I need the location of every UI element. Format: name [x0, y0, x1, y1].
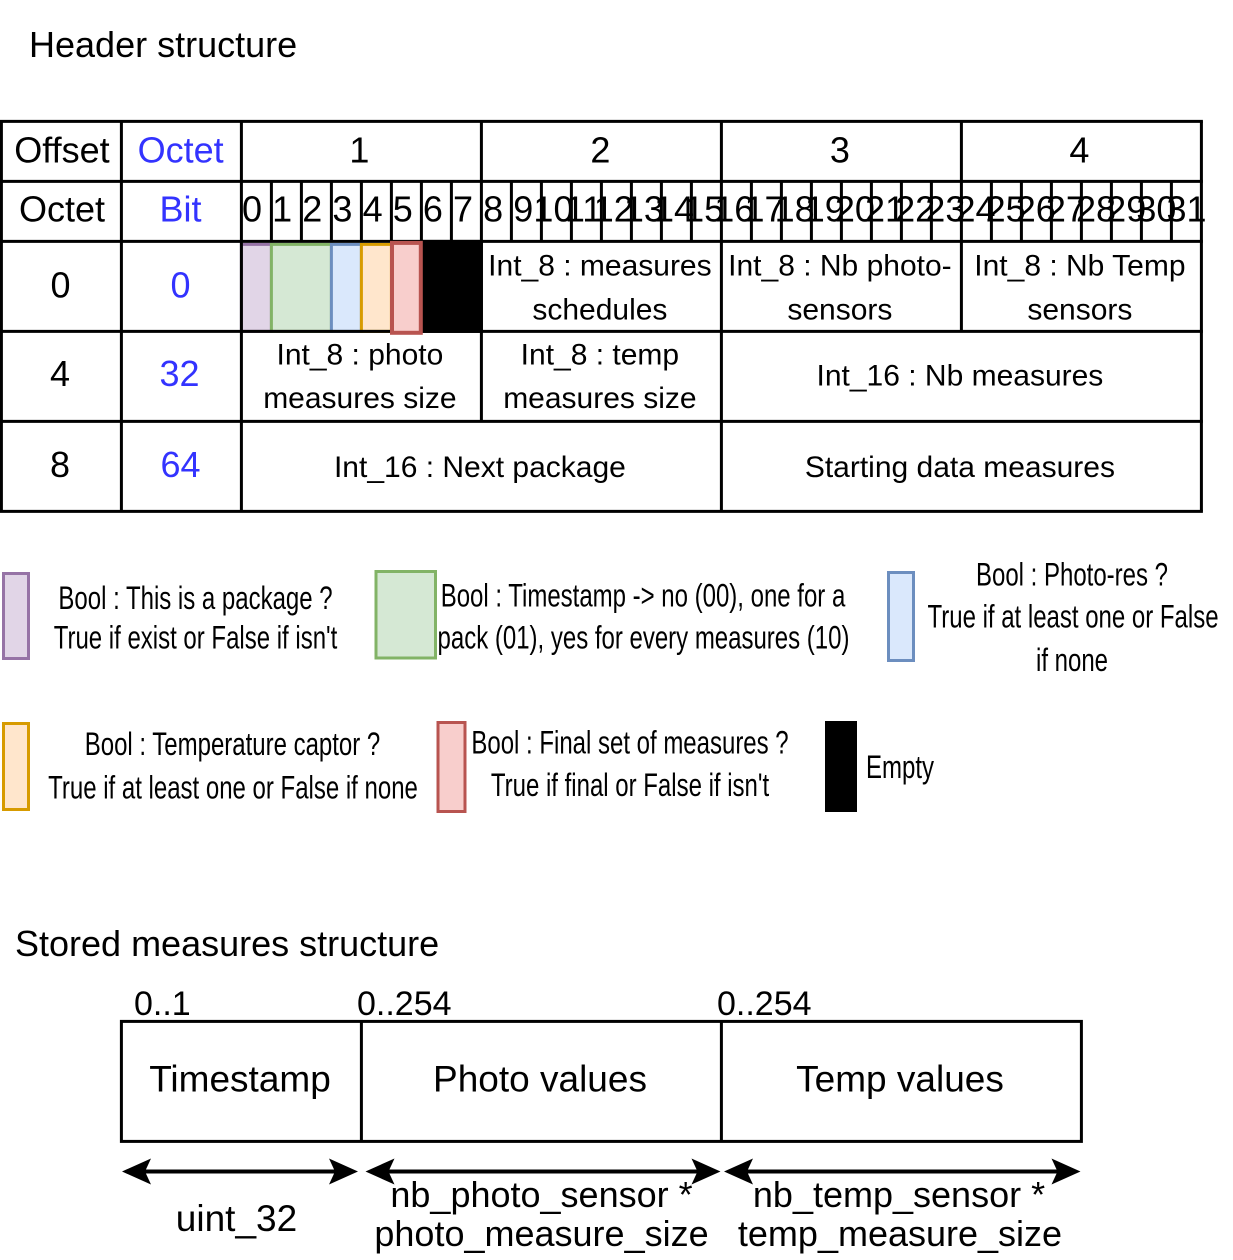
svg-text:21: 21 [865, 189, 905, 230]
svg-text:Timestamp: Timestamp [149, 1059, 331, 1100]
svg-text:10: 10 [533, 189, 573, 230]
svg-text:15: 15 [684, 189, 724, 230]
svg-text:9: 9 [513, 189, 533, 230]
svg-text:0: 0 [50, 265, 70, 306]
svg-text:1: 1 [272, 189, 292, 230]
svg-text:Photo values: Photo values [433, 1059, 647, 1100]
svg-text:24: 24 [955, 189, 995, 230]
svg-text:sensors: sensors [1027, 293, 1132, 326]
svg-text:Bool : Photo-res ?: Bool : Photo-res ? [976, 556, 1168, 592]
svg-text:25: 25 [986, 189, 1026, 230]
svg-text:nb_photo_sensor *: nb_photo_sensor * [390, 1174, 692, 1215]
svg-text:13: 13 [624, 189, 664, 230]
svg-text:32: 32 [159, 353, 199, 394]
svg-text:True if exist or False if isn': True if exist or False if isn't [54, 619, 338, 655]
svg-text:27: 27 [1046, 189, 1086, 230]
svg-text:Bool : This is a package ?: Bool : This is a package ? [58, 580, 332, 616]
svg-text:measures size: measures size [503, 382, 696, 415]
svg-text:Empty: Empty [866, 749, 935, 785]
svg-text:nb_temp_sensor *: nb_temp_sensor * [753, 1174, 1045, 1215]
svg-text:0: 0 [242, 189, 262, 230]
svg-text:Int_8 : photo: Int_8 : photo [276, 339, 443, 372]
svg-text:True if final or False if isn': True if final or False if isn't [491, 767, 769, 803]
svg-text:Int_16 : Nb measures: Int_16 : Nb measures [816, 360, 1103, 393]
svg-text:sensors: sensors [787, 293, 892, 326]
svg-text:Int_16 : Next package: Int_16 : Next package [334, 451, 626, 484]
svg-text:0..1: 0..1 [134, 985, 191, 1023]
svg-text:pack (01), yes for every measu: pack (01), yes for every measures (10) [438, 619, 850, 655]
svg-text:4: 4 [1069, 130, 1089, 171]
svg-text:6: 6 [423, 189, 443, 230]
svg-text:64: 64 [160, 444, 200, 485]
svg-text:28: 28 [1076, 189, 1116, 230]
svg-text:26: 26 [1016, 189, 1056, 230]
svg-text:photo_measure_size: photo_measure_size [374, 1213, 708, 1254]
svg-text:18: 18 [775, 189, 815, 230]
svg-text:4: 4 [363, 189, 383, 230]
svg-text:2: 2 [590, 130, 610, 171]
svg-text:12: 12 [594, 189, 634, 230]
svg-text:0..254: 0..254 [717, 985, 812, 1023]
svg-text:19: 19 [805, 189, 845, 230]
svg-text:Octet: Octet [138, 130, 224, 171]
svg-text:Bool : Timestamp -> no (00), o: Bool : Timestamp -> no (00), one for a [441, 577, 846, 613]
svg-text:29: 29 [1106, 189, 1146, 230]
svg-text:Offset: Offset [14, 130, 109, 171]
svg-text:True if at least one or False: True if at least one or False [927, 598, 1218, 634]
svg-text:Bool : Temperature captor ?: Bool : Temperature captor ? [85, 726, 381, 762]
svg-text:20: 20 [835, 189, 875, 230]
svg-text:if none: if none [1036, 642, 1108, 678]
svg-text:Header structure: Header structure [29, 24, 297, 65]
svg-text:Int_8 : Nb photo-: Int_8 : Nb photo- [728, 250, 951, 283]
svg-text:16: 16 [714, 189, 754, 230]
svg-text:Stored measures structure: Stored measures structure [15, 923, 439, 964]
svg-text:31: 31 [1166, 189, 1206, 230]
svg-text:0: 0 [170, 265, 190, 306]
svg-text:8: 8 [483, 189, 503, 230]
svg-text:Temp values: Temp values [796, 1059, 1004, 1100]
svg-text:Bool : Final set of measures ?: Bool : Final set of measures ? [471, 724, 788, 760]
svg-text:22: 22 [895, 189, 935, 230]
svg-text:5: 5 [393, 189, 413, 230]
svg-text:3: 3 [830, 130, 850, 171]
svg-text:0..254: 0..254 [357, 985, 452, 1023]
svg-text:2: 2 [302, 189, 322, 230]
svg-text:Octet: Octet [19, 189, 105, 230]
svg-text:7: 7 [453, 189, 473, 230]
svg-text:schedules: schedules [532, 293, 667, 326]
svg-text:temp_measure_size: temp_measure_size [738, 1213, 1062, 1254]
svg-text:30: 30 [1136, 189, 1176, 230]
svg-text:Int_8 : temp: Int_8 : temp [521, 339, 679, 372]
svg-text:3: 3 [332, 189, 352, 230]
svg-text:Int_8 : Nb Temp: Int_8 : Nb Temp [974, 250, 1185, 283]
svg-text:Int_8 : measures: Int_8 : measures [488, 250, 711, 283]
svg-text:4: 4 [50, 353, 70, 394]
svg-text:8: 8 [50, 444, 70, 485]
svg-text:uint_32: uint_32 [176, 1198, 297, 1239]
svg-text:True if at least one or False: True if at least one or False if none [48, 769, 418, 805]
svg-text:1: 1 [349, 130, 369, 171]
svg-text:Starting data measures: Starting data measures [805, 451, 1115, 484]
svg-text:measures size: measures size [263, 382, 456, 415]
svg-text:23: 23 [925, 189, 965, 230]
svg-text:11: 11 [565, 189, 602, 230]
svg-text:Bit: Bit [159, 189, 201, 230]
svg-text:14: 14 [654, 189, 694, 230]
svg-text:17: 17 [744, 189, 784, 230]
